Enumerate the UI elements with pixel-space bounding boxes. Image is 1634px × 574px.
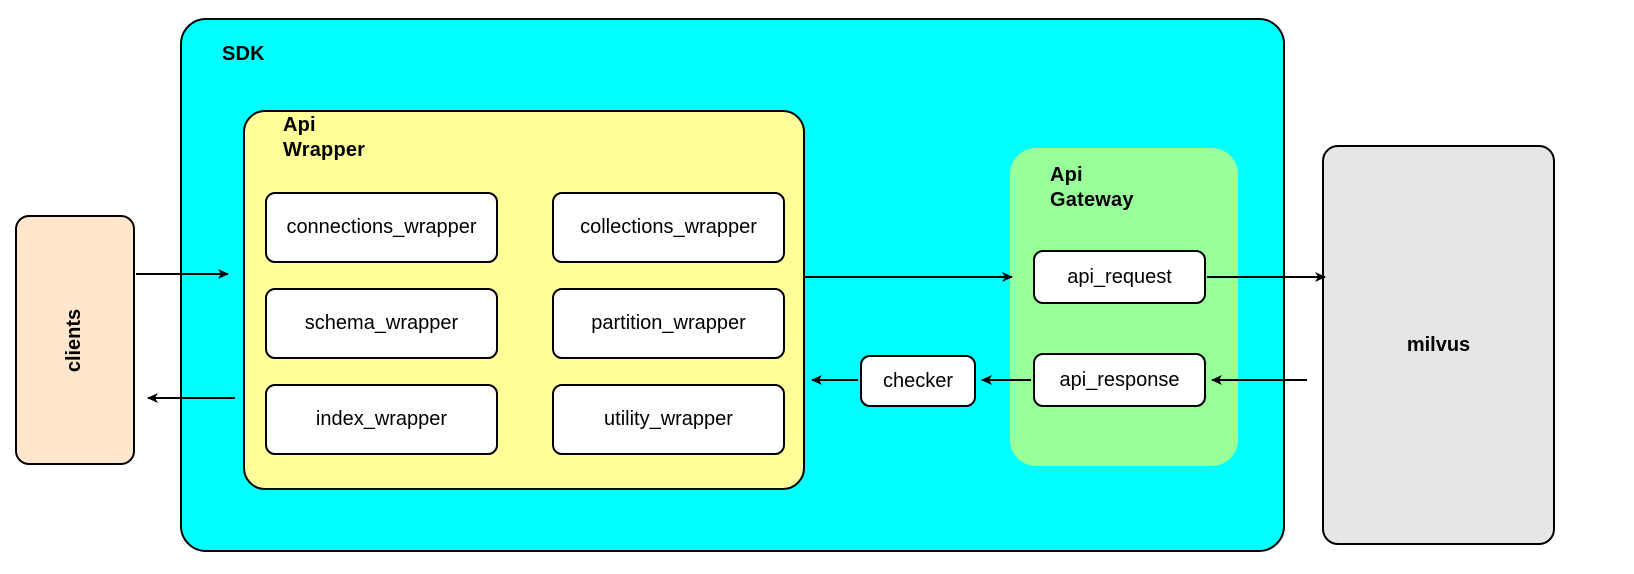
node-milvus[interactable] <box>1322 145 1555 545</box>
node-api-response[interactable]: api_response <box>1033 353 1206 407</box>
node-utility-wrapper[interactable]: utility_wrapper <box>552 384 785 455</box>
node-milvus-label: milvus <box>1406 333 1471 356</box>
node-index-wrapper[interactable]: index_wrapper <box>265 384 498 455</box>
node-checker[interactable]: checker <box>860 355 976 407</box>
node-collections-wrapper[interactable]: collections_wrapper <box>552 192 785 263</box>
node-api-request[interactable]: api_request <box>1033 250 1206 304</box>
node-clients-label: clients <box>15 215 135 465</box>
group-api-gateway-label: Api Gateway <box>1050 164 1134 211</box>
node-schema-wrapper[interactable]: schema_wrapper <box>265 288 498 359</box>
group-api-gateway[interactable] <box>1010 148 1238 466</box>
node-connections-wrapper[interactable]: connections_wrapper <box>265 192 498 263</box>
node-clients[interactable] <box>15 215 135 465</box>
group-api-wrapper-label: Api Wrapper <box>283 114 366 161</box>
node-clients-text: clients <box>63 308 86 372</box>
node-partition-wrapper[interactable]: partition_wrapper <box>552 288 785 359</box>
group-sdk-label: SDK <box>222 43 265 65</box>
